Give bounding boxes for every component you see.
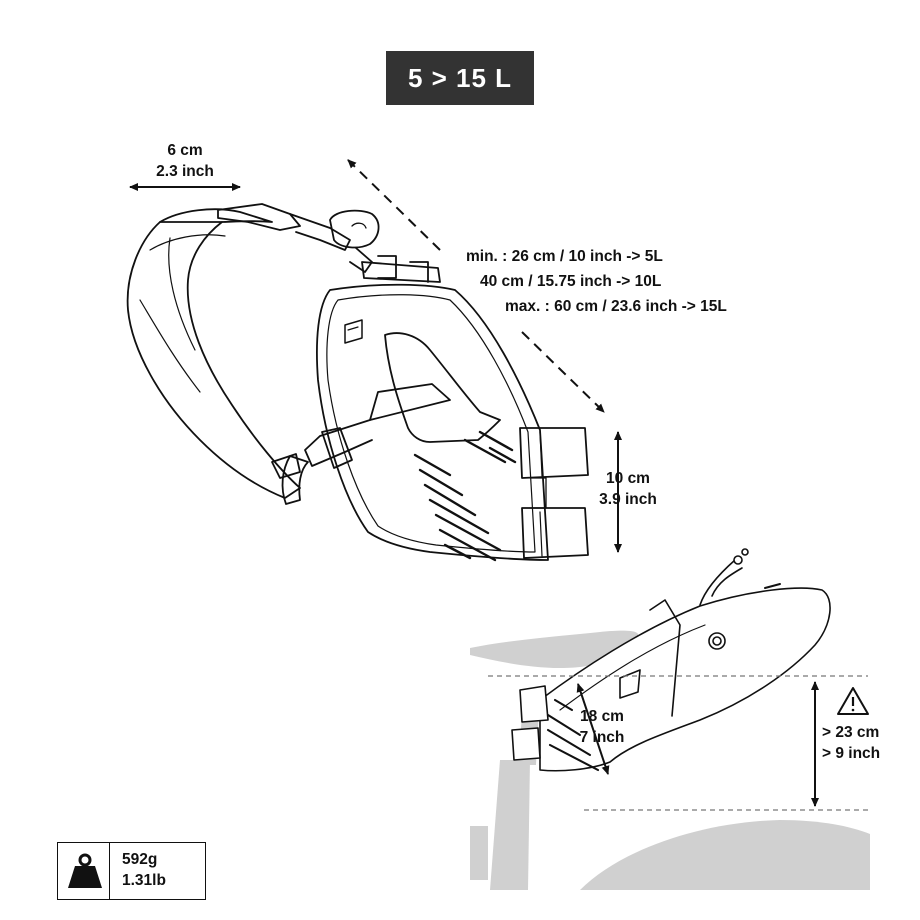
height-label: 10 cm 3.9 inch (588, 468, 668, 510)
length-arrow-lower (521, 331, 605, 413)
length-arrow-upper (347, 159, 441, 251)
width-cm: 6 cm (167, 142, 203, 159)
saddle-bag-illustration (126, 203, 589, 562)
mount-label: 18 cm 7 inch (566, 706, 638, 748)
height-inch: 3.9 inch (599, 491, 657, 508)
weight-box: 592g 1.31lb (57, 842, 206, 900)
weight-grams: 592g (122, 851, 158, 868)
clearance-label: > 23 cm > 9 inch (822, 722, 880, 764)
length-max-label: max. : 60 cm / 23.6 inch -> 15L (505, 298, 727, 315)
bike-silhouette (470, 630, 870, 890)
width-label: 6 cm 2.3 inch (140, 140, 230, 182)
capacity-label: 5 > 15 L (407, 62, 513, 93)
weight-icon (68, 853, 102, 888)
weight-pounds: 1.31lb (122, 872, 166, 889)
warning-icon (837, 687, 869, 715)
width-inch: 2.3 inch (156, 163, 214, 180)
capacity-badge: 5 > 15 L (386, 51, 534, 105)
mount-inch: 7 inch (579, 729, 625, 746)
height-cm: 10 cm (606, 470, 650, 487)
mount-arrow (576, 683, 610, 775)
mount-cm: 18 cm (580, 708, 624, 725)
length-mid-label: 40 cm / 15.75 inch -> 10L (480, 273, 662, 290)
clearance-cm: > 23 cm (822, 724, 880, 741)
weight-values: 592g 1.31lb (122, 849, 166, 891)
length-min-label: min. : 26 cm / 10 inch -> 5L (466, 248, 663, 265)
clearance-inch: > 9 inch (822, 745, 881, 762)
